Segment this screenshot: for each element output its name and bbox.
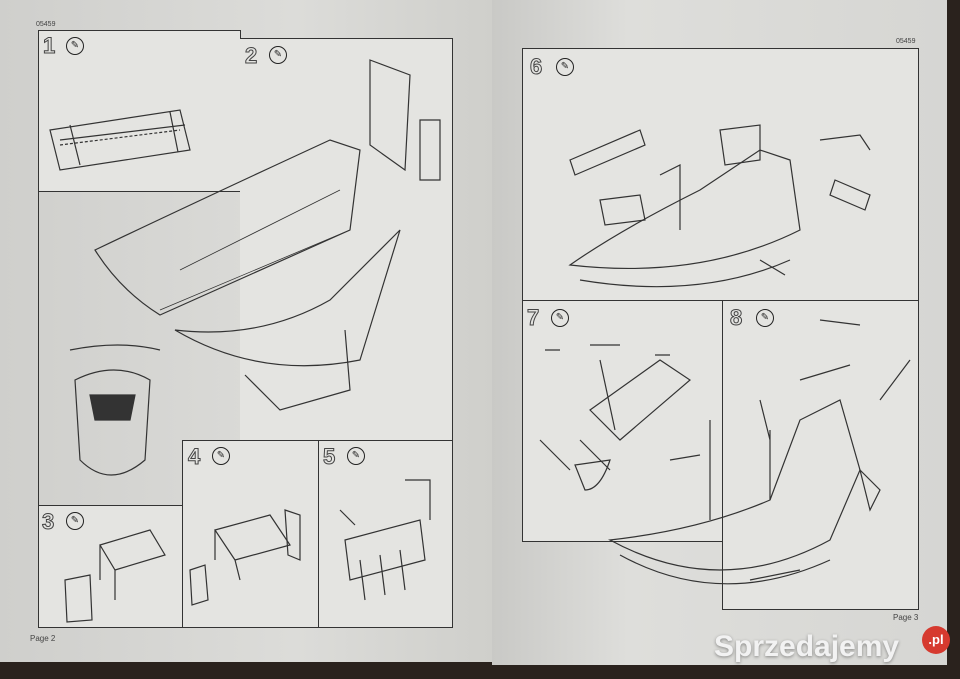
step-8-drawing	[608, 319, 911, 585]
sheet-code-right: 05459	[896, 38, 916, 45]
step-8-panel	[722, 300, 919, 610]
step-number: 3	[41, 509, 55, 534]
step-5-drawing	[339, 479, 431, 601]
glue-tube-icon: ✎	[556, 58, 574, 76]
step-6-drawing	[568, 124, 871, 288]
step-2-hull	[94, 59, 441, 411]
step-number: 5	[322, 444, 336, 469]
step-number: 8	[729, 305, 743, 330]
step-1-drawing	[49, 109, 191, 171]
step-2-panel	[240, 38, 453, 442]
step-6-panel	[522, 48, 919, 302]
watermark-badge: .pl	[922, 626, 950, 654]
step-3-panel	[38, 505, 183, 628]
step-3-drawing	[64, 529, 166, 623]
step-number: 2	[244, 43, 258, 68]
step-5-panel	[318, 440, 453, 628]
stern-drawing	[69, 344, 161, 476]
glue-tube-icon: ✎	[66, 512, 84, 530]
page-number-left: Page 2	[30, 634, 56, 643]
step-number: 7	[526, 305, 540, 330]
step-4-panel	[182, 440, 319, 628]
glue-tube-icon: ✎	[347, 447, 365, 465]
sheet-code-left: 05459	[36, 21, 56, 28]
step-number: 6	[529, 54, 543, 79]
page-number-right: Page 3	[893, 613, 919, 622]
step-number: 1	[42, 33, 56, 58]
glue-tube-icon: ✎	[756, 309, 774, 327]
step-4-drawing	[189, 509, 301, 606]
glue-tube-icon: ✎	[269, 46, 287, 64]
glue-tube-icon: ✎	[551, 309, 569, 327]
watermark-logo: Sprzedajemy	[714, 630, 900, 663]
step-number: 4	[187, 444, 201, 469]
step-7-drawing	[539, 344, 691, 491]
glue-tube-icon: ✎	[66, 37, 84, 55]
glue-tube-icon: ✎	[212, 447, 230, 465]
